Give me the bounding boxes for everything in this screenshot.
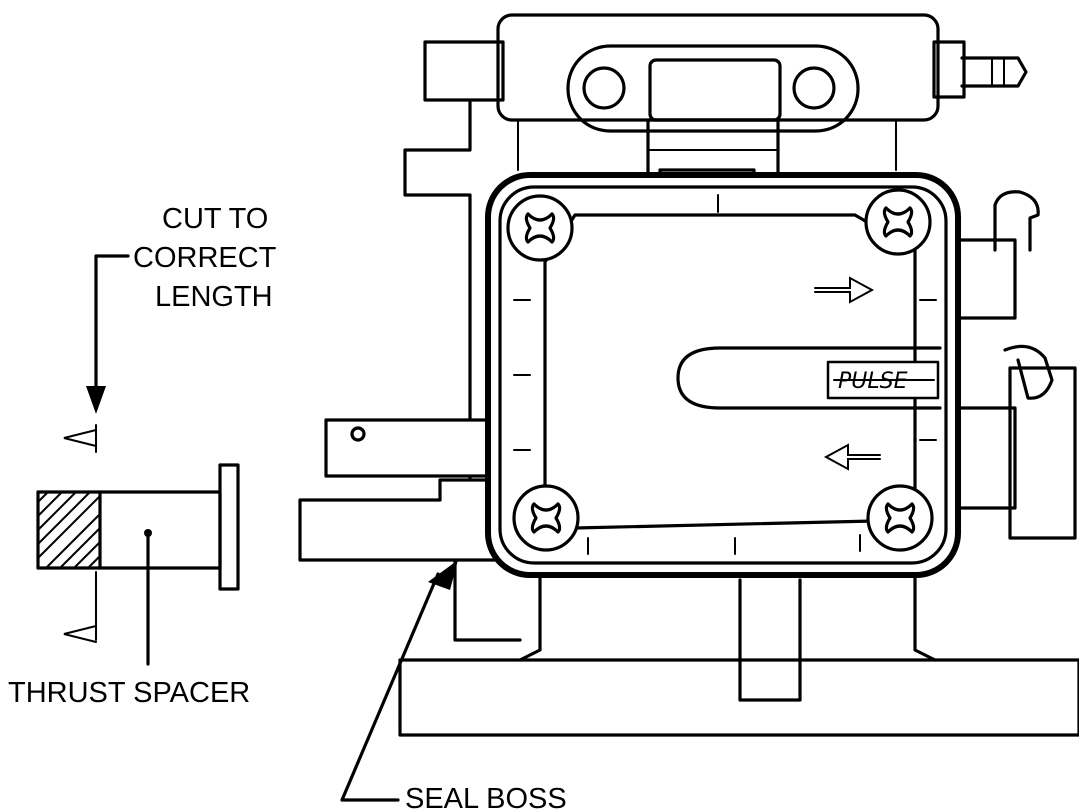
seal-boss-label: SEAL BOSS <box>405 783 567 810</box>
lever-arm <box>324 418 497 478</box>
cover-outer <box>485 172 961 578</box>
screw-bottom-left <box>512 484 580 552</box>
base-plate <box>398 658 1079 737</box>
flow-arrow-left-icon <box>823 443 881 471</box>
throttle-body-assembly: PULSE <box>298 13 1079 737</box>
cover-gasket <box>498 185 948 565</box>
flow-arrow-right-icon <box>814 276 875 304</box>
thrust-spacer-part <box>36 424 240 666</box>
cut-arrowhead <box>86 386 106 414</box>
pulse-label: PULSE <box>838 369 908 394</box>
vacuum-nipple <box>960 56 1028 88</box>
pulse-slot <box>676 346 942 410</box>
pulse-connector-tube <box>1003 344 1054 400</box>
top-right-ear <box>932 40 966 99</box>
port-plate <box>566 44 860 133</box>
screw-top-right <box>864 188 932 256</box>
center-leg <box>738 578 802 702</box>
cut-label-line2: CORRECT <box>133 242 277 274</box>
base-step <box>453 558 522 642</box>
cut-label-line1: CUT TO <box>162 203 268 235</box>
top-casting <box>496 13 940 122</box>
seal-boss-arrowhead <box>428 560 458 590</box>
spacer-flange <box>218 463 240 591</box>
thrust-spacer-label: THRUST SPACER <box>8 677 250 709</box>
right-end-block <box>1008 366 1077 540</box>
screw-bottom-right <box>866 484 934 552</box>
right-elbow-fitting <box>993 190 1040 252</box>
gasket-ticks <box>513 194 937 555</box>
cut-length-callout: CUT TO CORRECT LENGTH <box>86 203 277 414</box>
screw-top-left <box>506 194 574 262</box>
top-left-ear <box>423 40 505 102</box>
cut-label-line3: LENGTH <box>155 281 273 313</box>
seal-boss-callout: SEAL BOSS <box>340 560 567 810</box>
lever-hole <box>350 426 366 442</box>
port-hole-left <box>582 66 626 110</box>
right-leg <box>913 568 937 662</box>
port-hole-right <box>792 66 836 110</box>
lower-arm <box>298 478 497 562</box>
seal-boss-leader <box>340 572 440 802</box>
left-side-casting <box>403 100 472 562</box>
cut-mark-top-tick <box>63 429 97 447</box>
port-slot <box>648 58 782 122</box>
cut-mark-bottom-tick <box>63 625 97 643</box>
cut-hatching <box>37 490 102 570</box>
left-leg <box>518 568 542 662</box>
cut-leader-line <box>94 254 130 394</box>
